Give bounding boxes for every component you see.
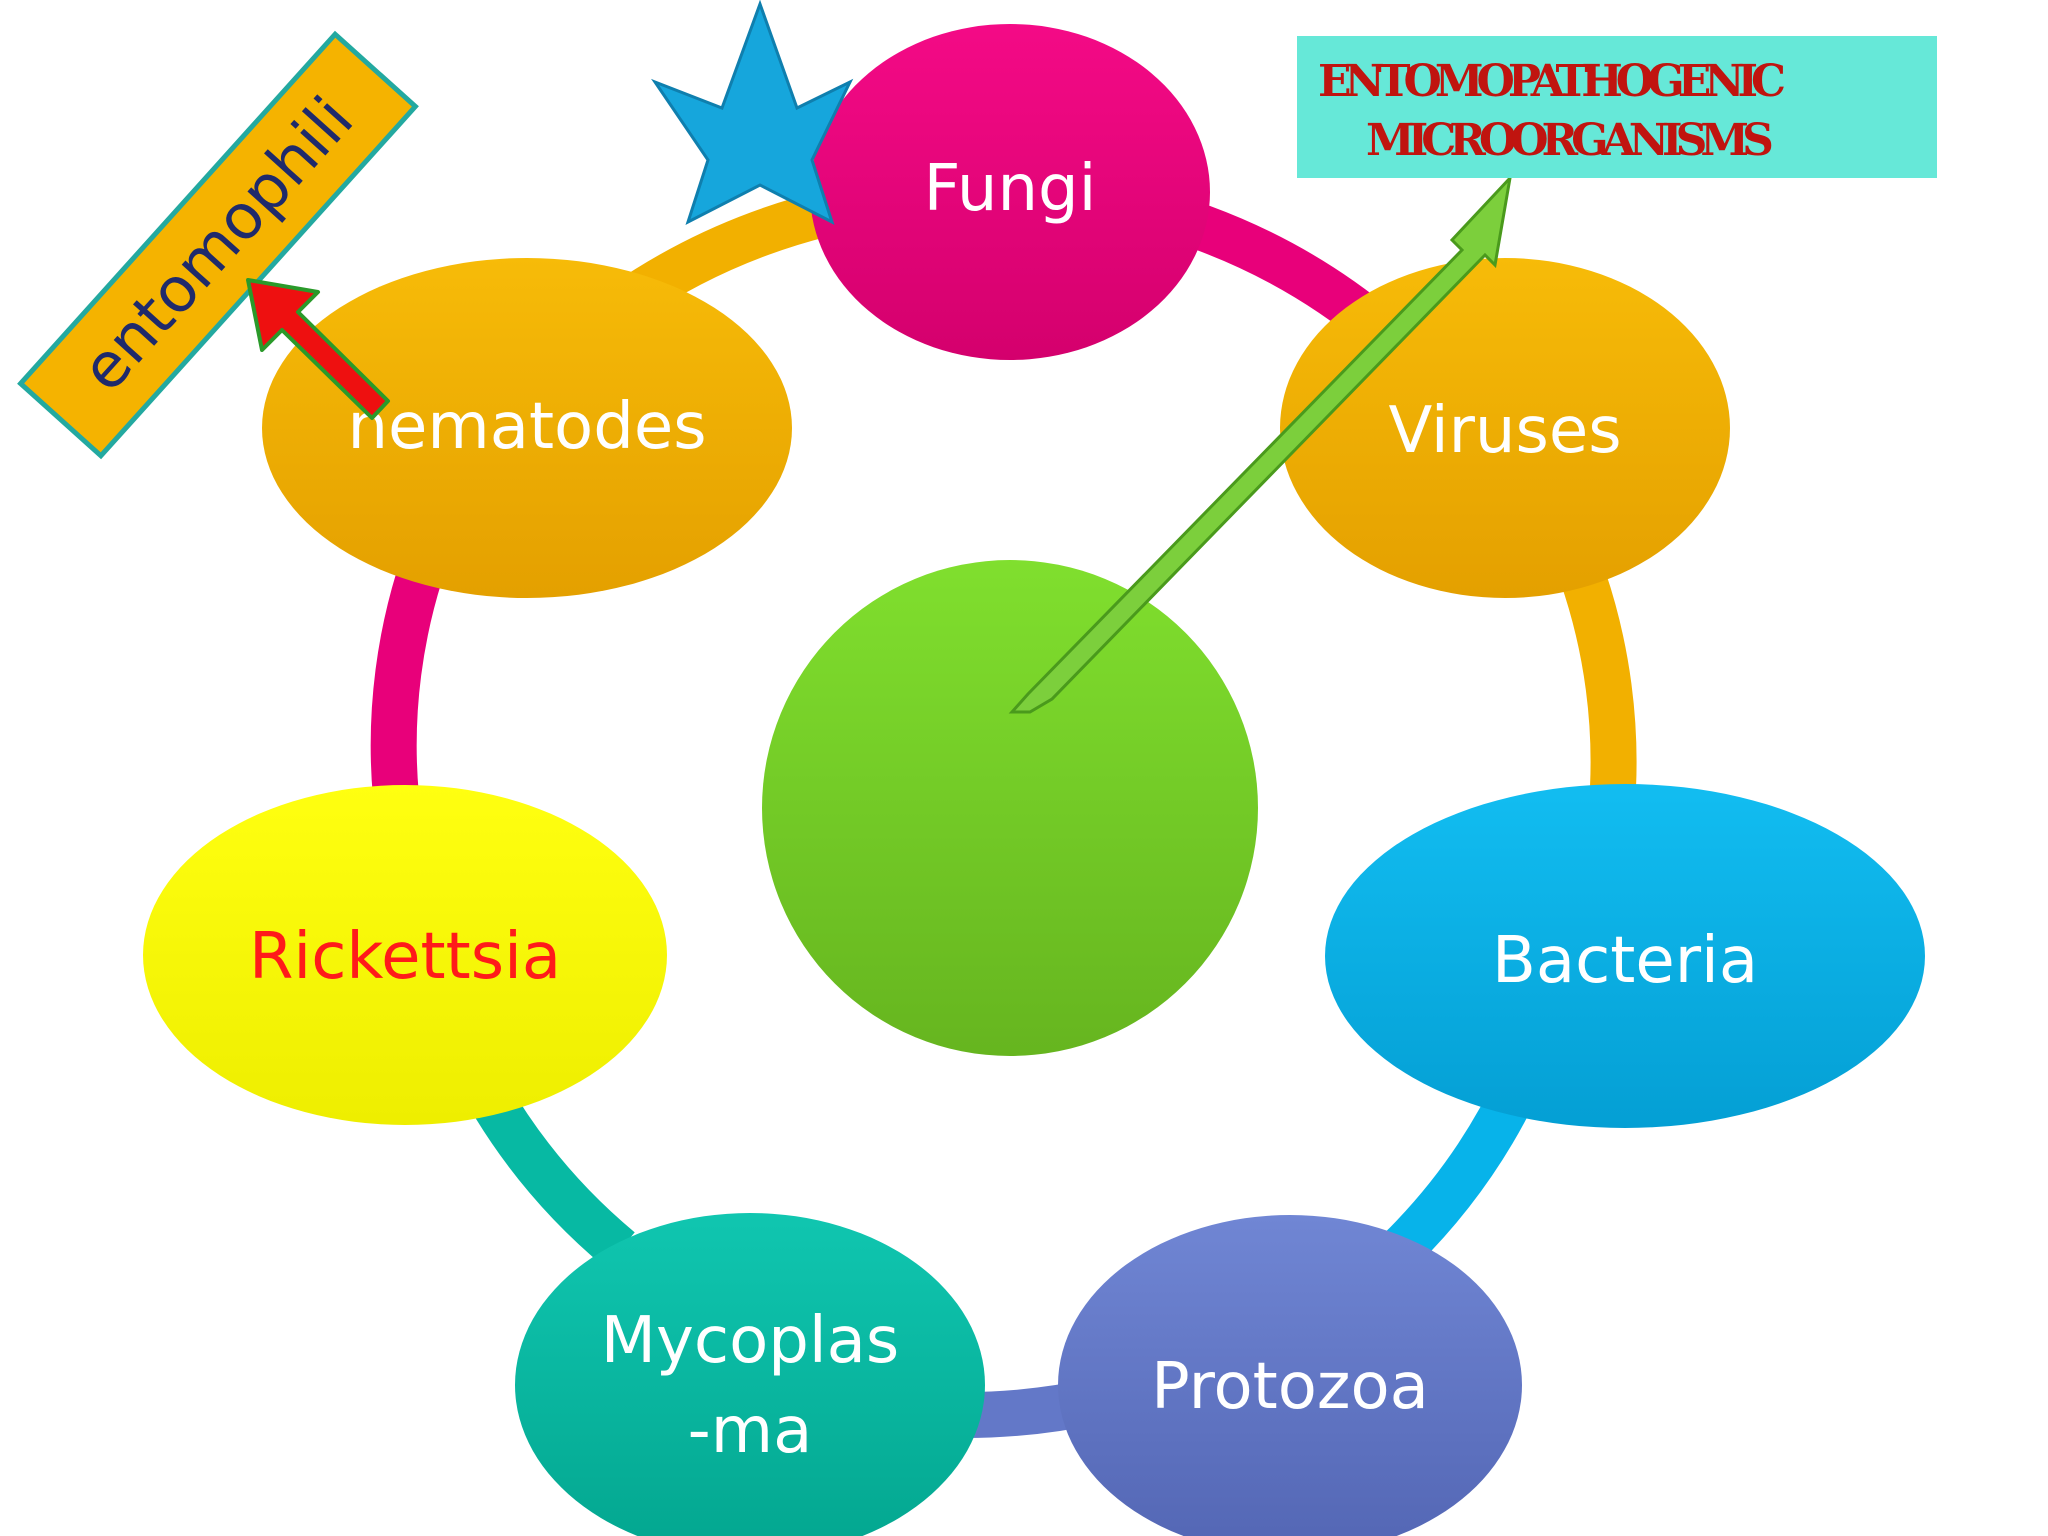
node-nematodes: nematodes — [262, 258, 792, 598]
star-icon — [651, 0, 854, 225]
title-box: ENTOMOPATHOGENIC MICROORGANISMS — [1297, 36, 1937, 178]
green-arrow — [1008, 173, 1513, 714]
node-protozoa-shape — [1058, 1215, 1522, 1536]
node-bacteria-shape — [1325, 784, 1925, 1128]
title-box-bg — [1297, 36, 1937, 178]
node-rickettsia: Rickettsia — [143, 785, 667, 1125]
node-protozoa-label: Protozoa — [1151, 1350, 1429, 1424]
node-nematodes-label: nematodes — [347, 390, 706, 464]
node-mycoplasma-label-line2: -ma — [688, 1394, 813, 1468]
green-arrow-shape — [1008, 173, 1513, 714]
node-fungi-shape — [810, 24, 1210, 360]
node-fungi: Fungi — [810, 24, 1210, 360]
node-fungi-label: Fungi — [924, 152, 1097, 226]
node-rickettsia-label: Rickettsia — [249, 920, 561, 994]
node-mycoplasma: Mycoplas -ma — [515, 1213, 985, 1536]
node-mycoplasma-label-line1: Mycoplas — [601, 1304, 899, 1378]
title-line1: ENTOMOPATHOGENIC — [1318, 56, 1784, 107]
node-bacteria-label: Bacteria — [1492, 924, 1758, 998]
title-line2: MICROORGANISMS — [1366, 115, 1772, 166]
center-circle — [762, 560, 1258, 1056]
node-nematodes-shape — [262, 258, 792, 598]
node-rickettsia-shape — [143, 785, 667, 1125]
node-viruses: Viruses — [1280, 258, 1730, 598]
node-protozoa: Protozoa — [1058, 1215, 1522, 1536]
red-arrow-shape — [246, 278, 390, 420]
node-bacteria: Bacteria — [1325, 784, 1925, 1128]
red-arrow — [246, 278, 390, 420]
node-viruses-label: Viruses — [1388, 394, 1621, 468]
node-mycoplasma-shape — [515, 1213, 985, 1536]
